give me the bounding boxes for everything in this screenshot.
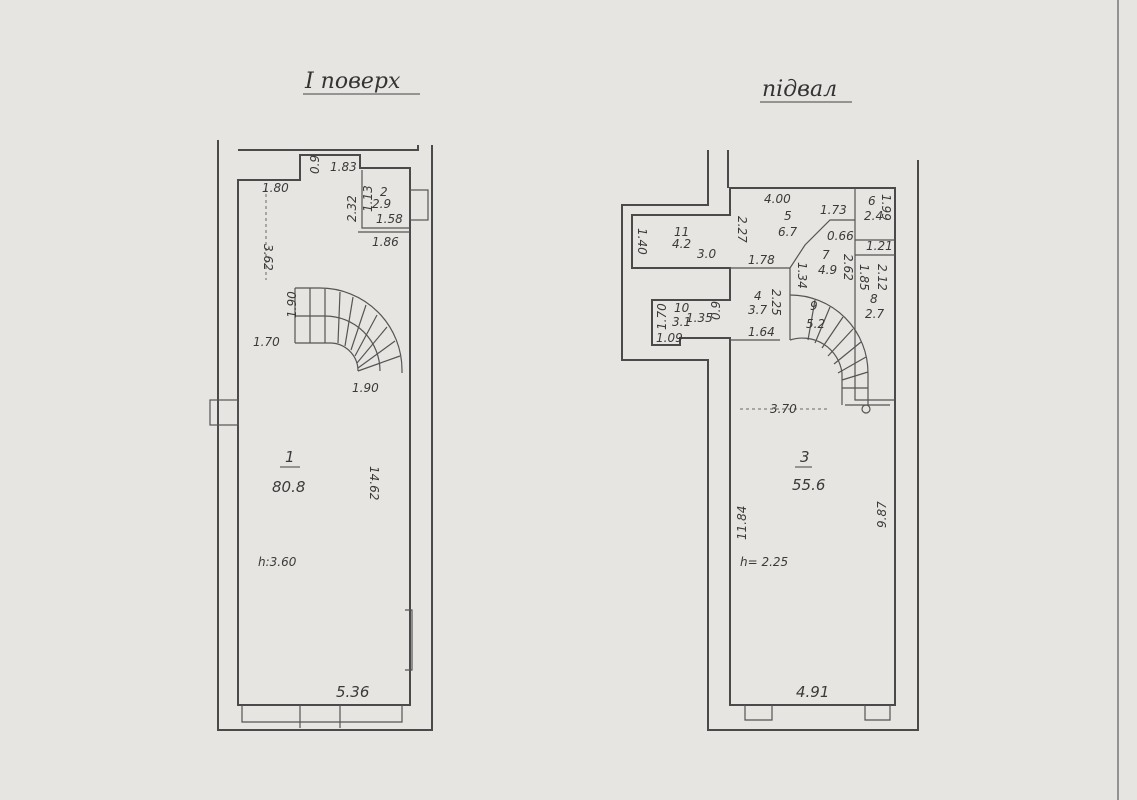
- room6-number: 6: [868, 194, 876, 208]
- ceiling-height: h= 2.25: [740, 555, 788, 569]
- dim-label: 1.40: [635, 228, 649, 255]
- room1-area: 80.8: [272, 478, 305, 496]
- basement-title: підвал: [762, 77, 837, 102]
- dim-label: 2.32: [345, 195, 359, 222]
- dim-label: 1.21: [866, 239, 893, 253]
- dim-label: 1.86: [372, 235, 399, 249]
- room3-width: 4.91: [796, 683, 829, 701]
- dim-label: 1.35: [686, 311, 713, 325]
- dim-label: 1.90: [285, 291, 299, 318]
- room5-number: 5: [784, 209, 792, 223]
- dim-label: 1.34: [795, 262, 809, 289]
- room3-area: 55.6: [792, 476, 825, 494]
- room1-number: 1: [285, 448, 295, 466]
- dim-label: 1.78: [748, 253, 775, 267]
- dim-label: 1.70: [655, 303, 669, 330]
- room4-area: 3.7: [748, 303, 767, 317]
- room10-area: 3.1: [672, 315, 691, 329]
- first-floor-title: I поверх: [304, 69, 401, 94]
- inner-wall: [631, 187, 896, 706]
- room1-length: 14.62: [367, 466, 381, 500]
- dim-label: 4.00: [764, 192, 791, 206]
- room9-number: 9: [810, 299, 818, 313]
- dim-label: 3.0: [697, 247, 716, 261]
- outer-wall: [217, 140, 433, 731]
- first-floor-plan: I поверх 1 80.8 2 2.9 1.80 1.83 0.9 2.32…: [209, 69, 433, 731]
- spiral-staircase: [789, 294, 890, 414]
- room2-wall: [358, 170, 410, 233]
- right-door: [405, 609, 413, 671]
- dim-label: 0.9: [709, 301, 723, 320]
- room2-area: 2.9: [372, 197, 391, 211]
- dim-label: 2.25: [769, 289, 783, 316]
- left-opening: [209, 399, 239, 426]
- room3-length: 11.84: [735, 506, 749, 540]
- dim-label: 1.80: [262, 181, 289, 195]
- dim-label: 1.85: [857, 264, 871, 291]
- dim-label: 1.99: [879, 194, 893, 221]
- side-door: [409, 189, 429, 221]
- room8-number: 8: [870, 292, 878, 306]
- dim-label: 3.70: [770, 402, 797, 416]
- room7-area: 4.9: [818, 263, 837, 277]
- dim-label: 1.83: [330, 160, 357, 174]
- dim-label: 1.13: [361, 185, 375, 212]
- spiral-staircase: [294, 287, 403, 373]
- dim-label: 0.9: [308, 155, 322, 174]
- basement-plan: підвал 3.70 3 55.6 11.84 9.87 h= 2.25 4.…: [621, 77, 919, 731]
- room11-number: 11: [674, 225, 689, 239]
- dim-label: 2.62: [841, 254, 855, 281]
- ceiling-height: h:3.60: [258, 555, 297, 569]
- dim-label: 1.64: [748, 325, 775, 339]
- dim-label: 1.70: [253, 335, 280, 349]
- dim-label: 1.73: [820, 203, 847, 217]
- dim-label: 1.58: [376, 212, 403, 226]
- room10-number: 10: [674, 301, 690, 315]
- dim-label: 0.66: [827, 229, 854, 243]
- room11-area: 4.2: [672, 237, 691, 251]
- dim-label: 1.90: [352, 381, 379, 395]
- room7-number: 7: [822, 248, 830, 262]
- dim-label: 2.12: [875, 264, 889, 291]
- room9-area: 5.2: [806, 317, 825, 331]
- room3-number: 3: [800, 448, 810, 466]
- partition-walls: [730, 188, 895, 401]
- room1-width: 5.36: [336, 683, 369, 701]
- inner-wall: [237, 154, 411, 706]
- room5-area: 6.7: [778, 225, 797, 239]
- dim-label: 2.27: [735, 216, 749, 243]
- room3-length2: 9.87: [875, 501, 889, 528]
- dim-label: 3.62: [261, 244, 275, 271]
- dim-label: 1.09: [656, 331, 683, 345]
- room6-area: 2.4: [864, 209, 883, 223]
- room4-number: 4: [754, 289, 762, 303]
- front-windows: [241, 705, 403, 728]
- room8-area: 2.7: [865, 307, 884, 321]
- basement-windows: [744, 705, 891, 721]
- room2-number: 2: [380, 185, 388, 199]
- outer-wall: [621, 150, 919, 731]
